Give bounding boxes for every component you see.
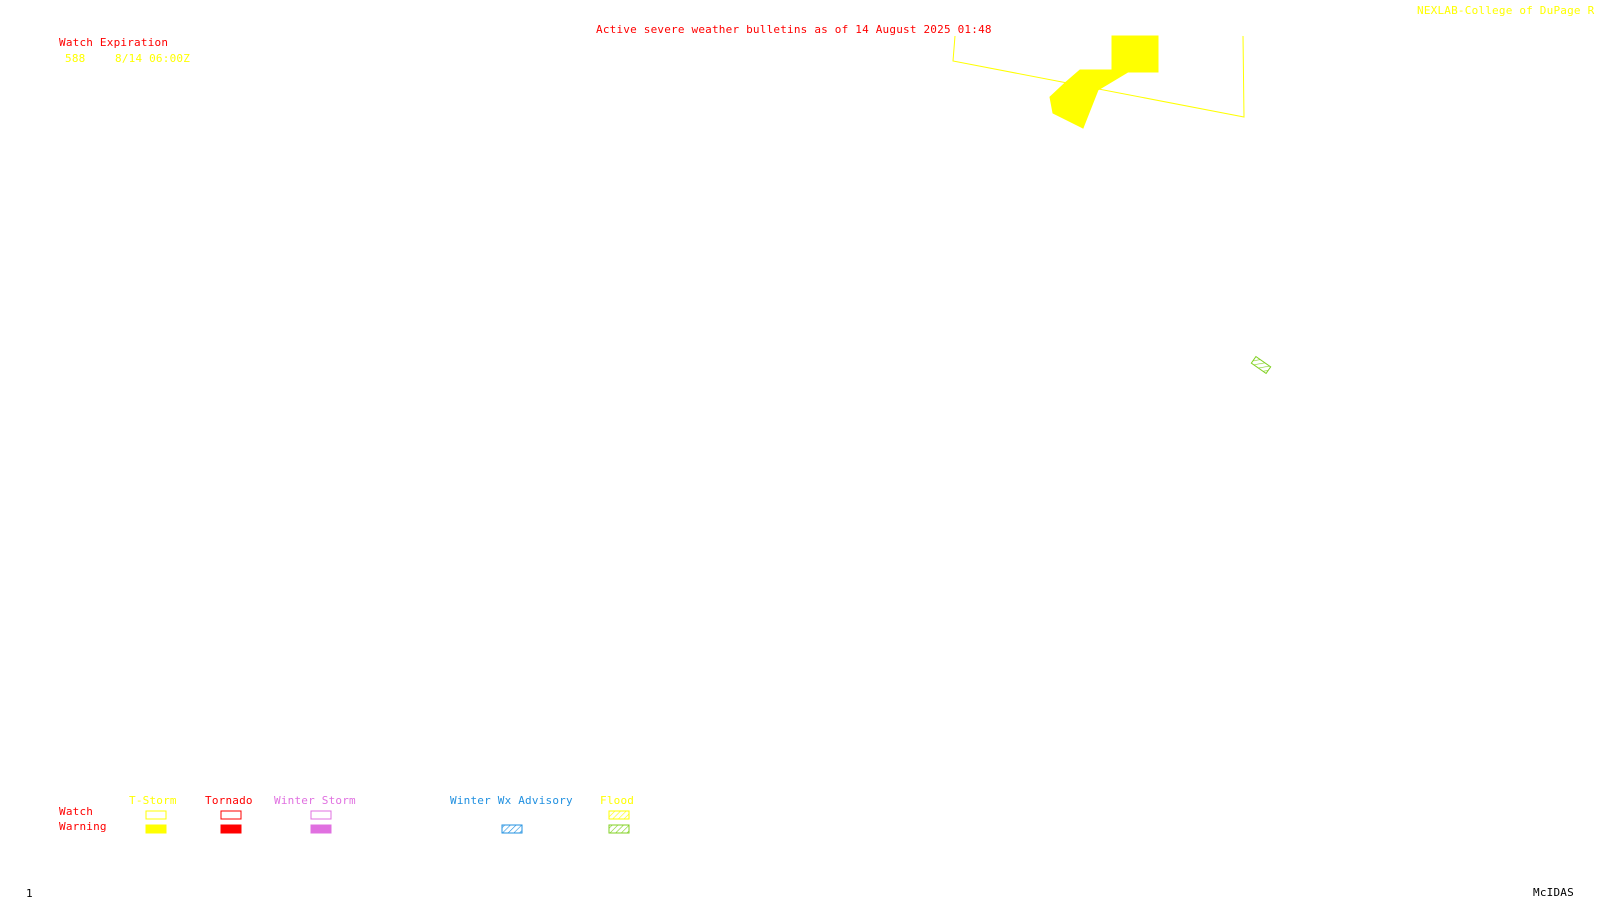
legend-winter-storm-watch-swatch xyxy=(310,810,332,820)
credit-label: NEXLAB-College of DuPage R xyxy=(1417,4,1595,17)
legend-tornado-warning-swatch xyxy=(220,824,242,834)
legend-tornado-label: Tornado xyxy=(205,794,253,807)
watch-number: 588 xyxy=(65,52,86,65)
legend-flood-watch-swatch xyxy=(608,810,630,820)
legend-winter-advisory-label: Winter Wx Advisory xyxy=(450,794,573,807)
map-title: Active severe weather bulletins as of 14… xyxy=(596,23,992,36)
flood-warning-polygon xyxy=(1250,355,1272,375)
legend-tstorm-watch-swatch xyxy=(145,810,167,820)
legend-row-watch-label: Watch xyxy=(59,805,94,818)
legend-row-warning-label: Warning xyxy=(59,820,107,833)
tstorm-warning-polygon xyxy=(1049,35,1159,129)
legend-tornado-watch-swatch xyxy=(220,810,242,820)
software-label: McIDAS xyxy=(1533,886,1574,899)
legend-winter-storm-label: Winter Storm xyxy=(274,794,356,807)
watch-expiration-heading: Watch Expiration xyxy=(59,36,169,49)
watch-expire-time: 8/14 06:00Z xyxy=(115,52,191,65)
legend-tstorm-warning-swatch xyxy=(145,824,167,834)
legend-flood-label: Flood xyxy=(600,794,635,807)
frame-number: 1 xyxy=(26,887,33,900)
legend-flood-warning-swatch xyxy=(608,824,630,834)
legend-tstorm-label: T-Storm xyxy=(129,794,177,807)
legend-winter-advisory-swatch xyxy=(501,824,523,834)
legend-winter-storm-warning-swatch xyxy=(310,824,332,834)
